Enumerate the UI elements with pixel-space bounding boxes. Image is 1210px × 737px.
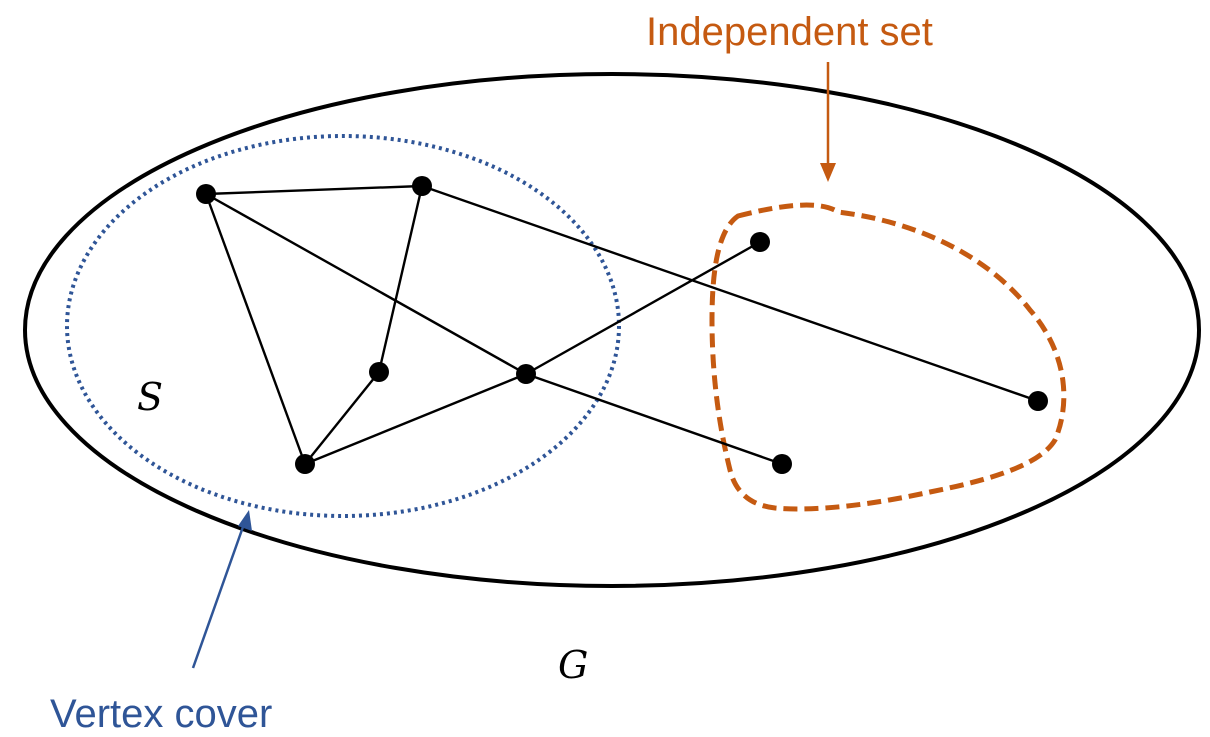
vertex-cover-region — [65, 134, 621, 518]
vertex-v7 — [1028, 391, 1048, 411]
graph-g-ellipse — [23, 72, 1201, 588]
graph-edges — [204, 184, 1039, 466]
independent-set-region — [709, 202, 1067, 512]
edge-v3-v5 — [304, 371, 380, 465]
vertex-cover-arrow — [191, 523, 246, 669]
edge-v2-v7 — [421, 184, 1039, 403]
vertex-v1 — [196, 184, 216, 204]
vertex-v5 — [295, 454, 315, 474]
vertex-v3 — [369, 362, 389, 382]
graph-vertices — [196, 176, 1048, 474]
vertex-cover-label: Vertex cover — [50, 692, 272, 736]
edge-v5-v4 — [304, 372, 527, 466]
edge-v1-v2 — [205, 184, 423, 196]
independent-set-label: Independent set — [646, 10, 933, 54]
vertex-v6 — [750, 232, 770, 252]
vertex-v2 — [412, 176, 432, 196]
edge-v1-v4 — [205, 192, 527, 376]
edge-v2-v3 — [377, 185, 424, 373]
edge-v4-v6 — [525, 240, 761, 376]
vertex-v8 — [772, 454, 792, 474]
edge-v4-v8 — [525, 372, 783, 466]
edge-v1-v5 — [204, 193, 307, 465]
independent-set-arrowhead — [820, 163, 836, 182]
vertex-cover-arrowhead — [238, 510, 252, 531]
vertex-v4 — [516, 364, 536, 384]
set-s-label: S — [137, 375, 163, 419]
graph-g-label: G — [558, 643, 588, 687]
